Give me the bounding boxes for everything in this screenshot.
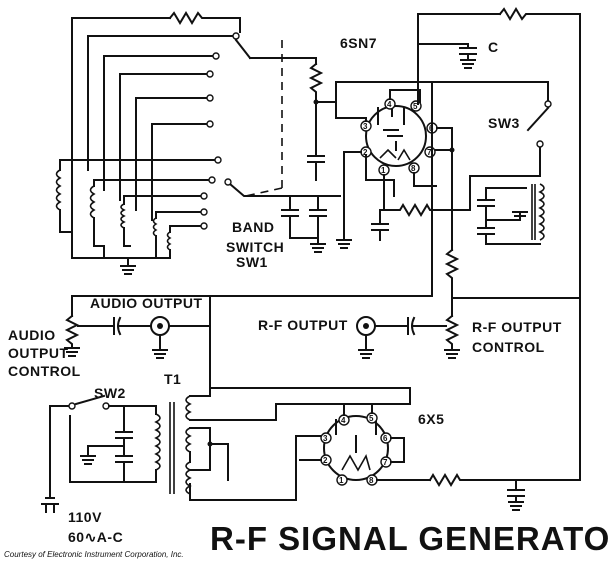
- rf-output-label: R-F OUTPUT: [258, 317, 348, 333]
- t1-label: T1: [164, 371, 181, 387]
- tube-6sn7: 6SN7 4 5 3 6 2 7 1 8: [315, 35, 549, 251]
- audio-control-label-3: CONTROL: [8, 363, 81, 379]
- svg-text:7: 7: [427, 148, 432, 157]
- top-right-section: C SW3: [417, 7, 581, 299]
- rf-output-section: R-F OUTPUT R-F OUTPUT CONTROL: [258, 314, 562, 359]
- rf-control-label-1: R-F OUTPUT: [472, 319, 562, 335]
- mid-wiring: [71, 81, 581, 317]
- svg-text:7: 7: [383, 458, 388, 467]
- sw1-label: SW1: [236, 254, 268, 270]
- svg-text:6: 6: [383, 434, 388, 443]
- svg-text:4: 4: [387, 100, 392, 109]
- sw3-label: SW3: [488, 115, 520, 131]
- audio-control-label-2: OUTPUT: [8, 345, 69, 361]
- svg-text:5: 5: [369, 414, 374, 423]
- svg-text:8: 8: [369, 476, 374, 485]
- tube-6x5-label: 6X5: [418, 411, 444, 427]
- switch-label: SWITCH: [226, 239, 284, 255]
- svg-text:8: 8: [411, 164, 416, 173]
- audio-output-label: AUDIO OUTPUT: [90, 295, 203, 311]
- audio-output-section: AUDIO OUTPUT AUDIO OUTPUT CONTROL: [8, 295, 211, 379]
- tube-6sn7-label: 6SN7: [340, 35, 377, 51]
- capacitor-c-label: C: [488, 39, 499, 55]
- diagram-title: R-F SIGNAL GENERATOR: [210, 520, 611, 557]
- tuning-capacitors: [281, 57, 341, 253]
- band-label: BAND: [232, 219, 274, 235]
- band-switch-wiring: [59, 11, 317, 230]
- svg-text:4: 4: [341, 416, 346, 425]
- svg-text:2: 2: [323, 456, 328, 465]
- sw2-label: SW2: [94, 385, 126, 401]
- power-supply-section: T1 SW2: [41, 325, 345, 513]
- tube-6x5: 6X5 4 5 3 6 2 7 1 8: [209, 297, 581, 511]
- svg-text:1: 1: [381, 166, 386, 175]
- audio-control-label-1: AUDIO: [8, 327, 56, 343]
- rf-control-label-2: CONTROL: [472, 339, 545, 355]
- svg-text:3: 3: [363, 122, 368, 131]
- svg-text:5: 5: [413, 102, 418, 111]
- power-label-ac: 60∿A-C: [68, 529, 123, 545]
- power-label-voltage: 110V: [68, 509, 102, 525]
- svg-text:2: 2: [363, 148, 368, 157]
- svg-text:3: 3: [323, 434, 328, 443]
- svg-text:1: 1: [339, 476, 344, 485]
- credit-line: Courtesy of Electronic Instrument Corpor…: [4, 550, 184, 559]
- oscillator-coils: [55, 159, 172, 275]
